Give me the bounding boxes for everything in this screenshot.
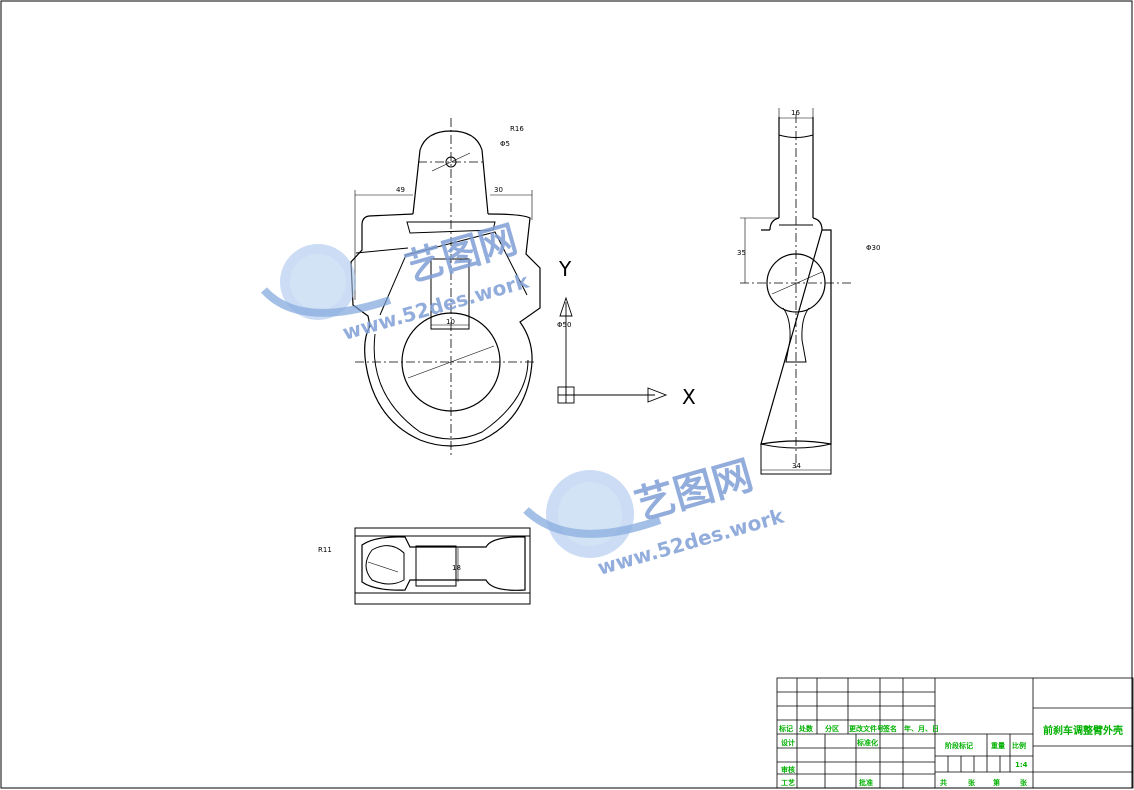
- tb-scale-label: 比例: [1012, 741, 1026, 750]
- tb-scale-value: 1:4: [1015, 761, 1028, 769]
- tb-sheets: 张: [968, 778, 976, 787]
- tb-sign: 签名: [882, 724, 897, 733]
- side-dim-35: 35: [737, 249, 746, 257]
- watermark-2: 艺图网 www.52des.work: [523, 452, 787, 580]
- tb-review: 审核: [781, 765, 795, 774]
- tb-zone: 分区: [825, 724, 839, 733]
- tb-count: 处数: [798, 724, 814, 733]
- title-block: 标记 处数 分区 更改文件号 签名 年、月、日 设计 标准化 阶段标记 重量 比…: [776, 677, 1134, 789]
- front-dim-30: 30: [494, 186, 503, 194]
- tb-standardize: 标准化: [856, 738, 878, 747]
- tb-stage-mark: 阶段标记: [945, 741, 973, 750]
- tb-mark: 标记: [778, 724, 793, 733]
- side-view: 16 35 Φ30 34: [737, 108, 880, 475]
- ucs-y-label: Y: [558, 257, 572, 281]
- tb-process: 工艺: [781, 778, 795, 787]
- tb-date: 年、月、日: [904, 724, 939, 733]
- front-dim-10: 10: [446, 318, 455, 326]
- tb-design: 设计: [781, 738, 795, 747]
- ucs-icon: X Y Φ50: [557, 257, 696, 409]
- ucs-x-label: X: [682, 385, 696, 409]
- top-dim-r11: R11: [318, 546, 332, 554]
- top-dim-18: 18: [452, 564, 461, 572]
- front-dim-r16: R16: [510, 125, 524, 133]
- tb-weight: 重量: [991, 741, 1005, 750]
- side-dim-phi30: Φ30: [866, 244, 880, 252]
- side-dim-34: 34: [792, 462, 801, 470]
- top-view: R11 18: [318, 527, 531, 605]
- extra-dim-phi50: Φ50: [557, 321, 571, 329]
- tb-approve: 批准: [859, 778, 873, 787]
- tb-sheet-no: 第: [993, 778, 1000, 787]
- tb-total: 共: [940, 778, 947, 787]
- front-dim-49: 49: [396, 186, 405, 194]
- front-dim-phi5: Φ5: [500, 140, 510, 148]
- tb-change-doc: 更改文件号: [849, 724, 884, 733]
- tb-part-name: 前刹车调整臂外壳: [1043, 724, 1123, 737]
- side-dim-16: 16: [791, 109, 800, 117]
- watermark-1: 艺图网 www.52des.work: [261, 217, 532, 345]
- tb-sheet-unit: 张: [1020, 778, 1028, 787]
